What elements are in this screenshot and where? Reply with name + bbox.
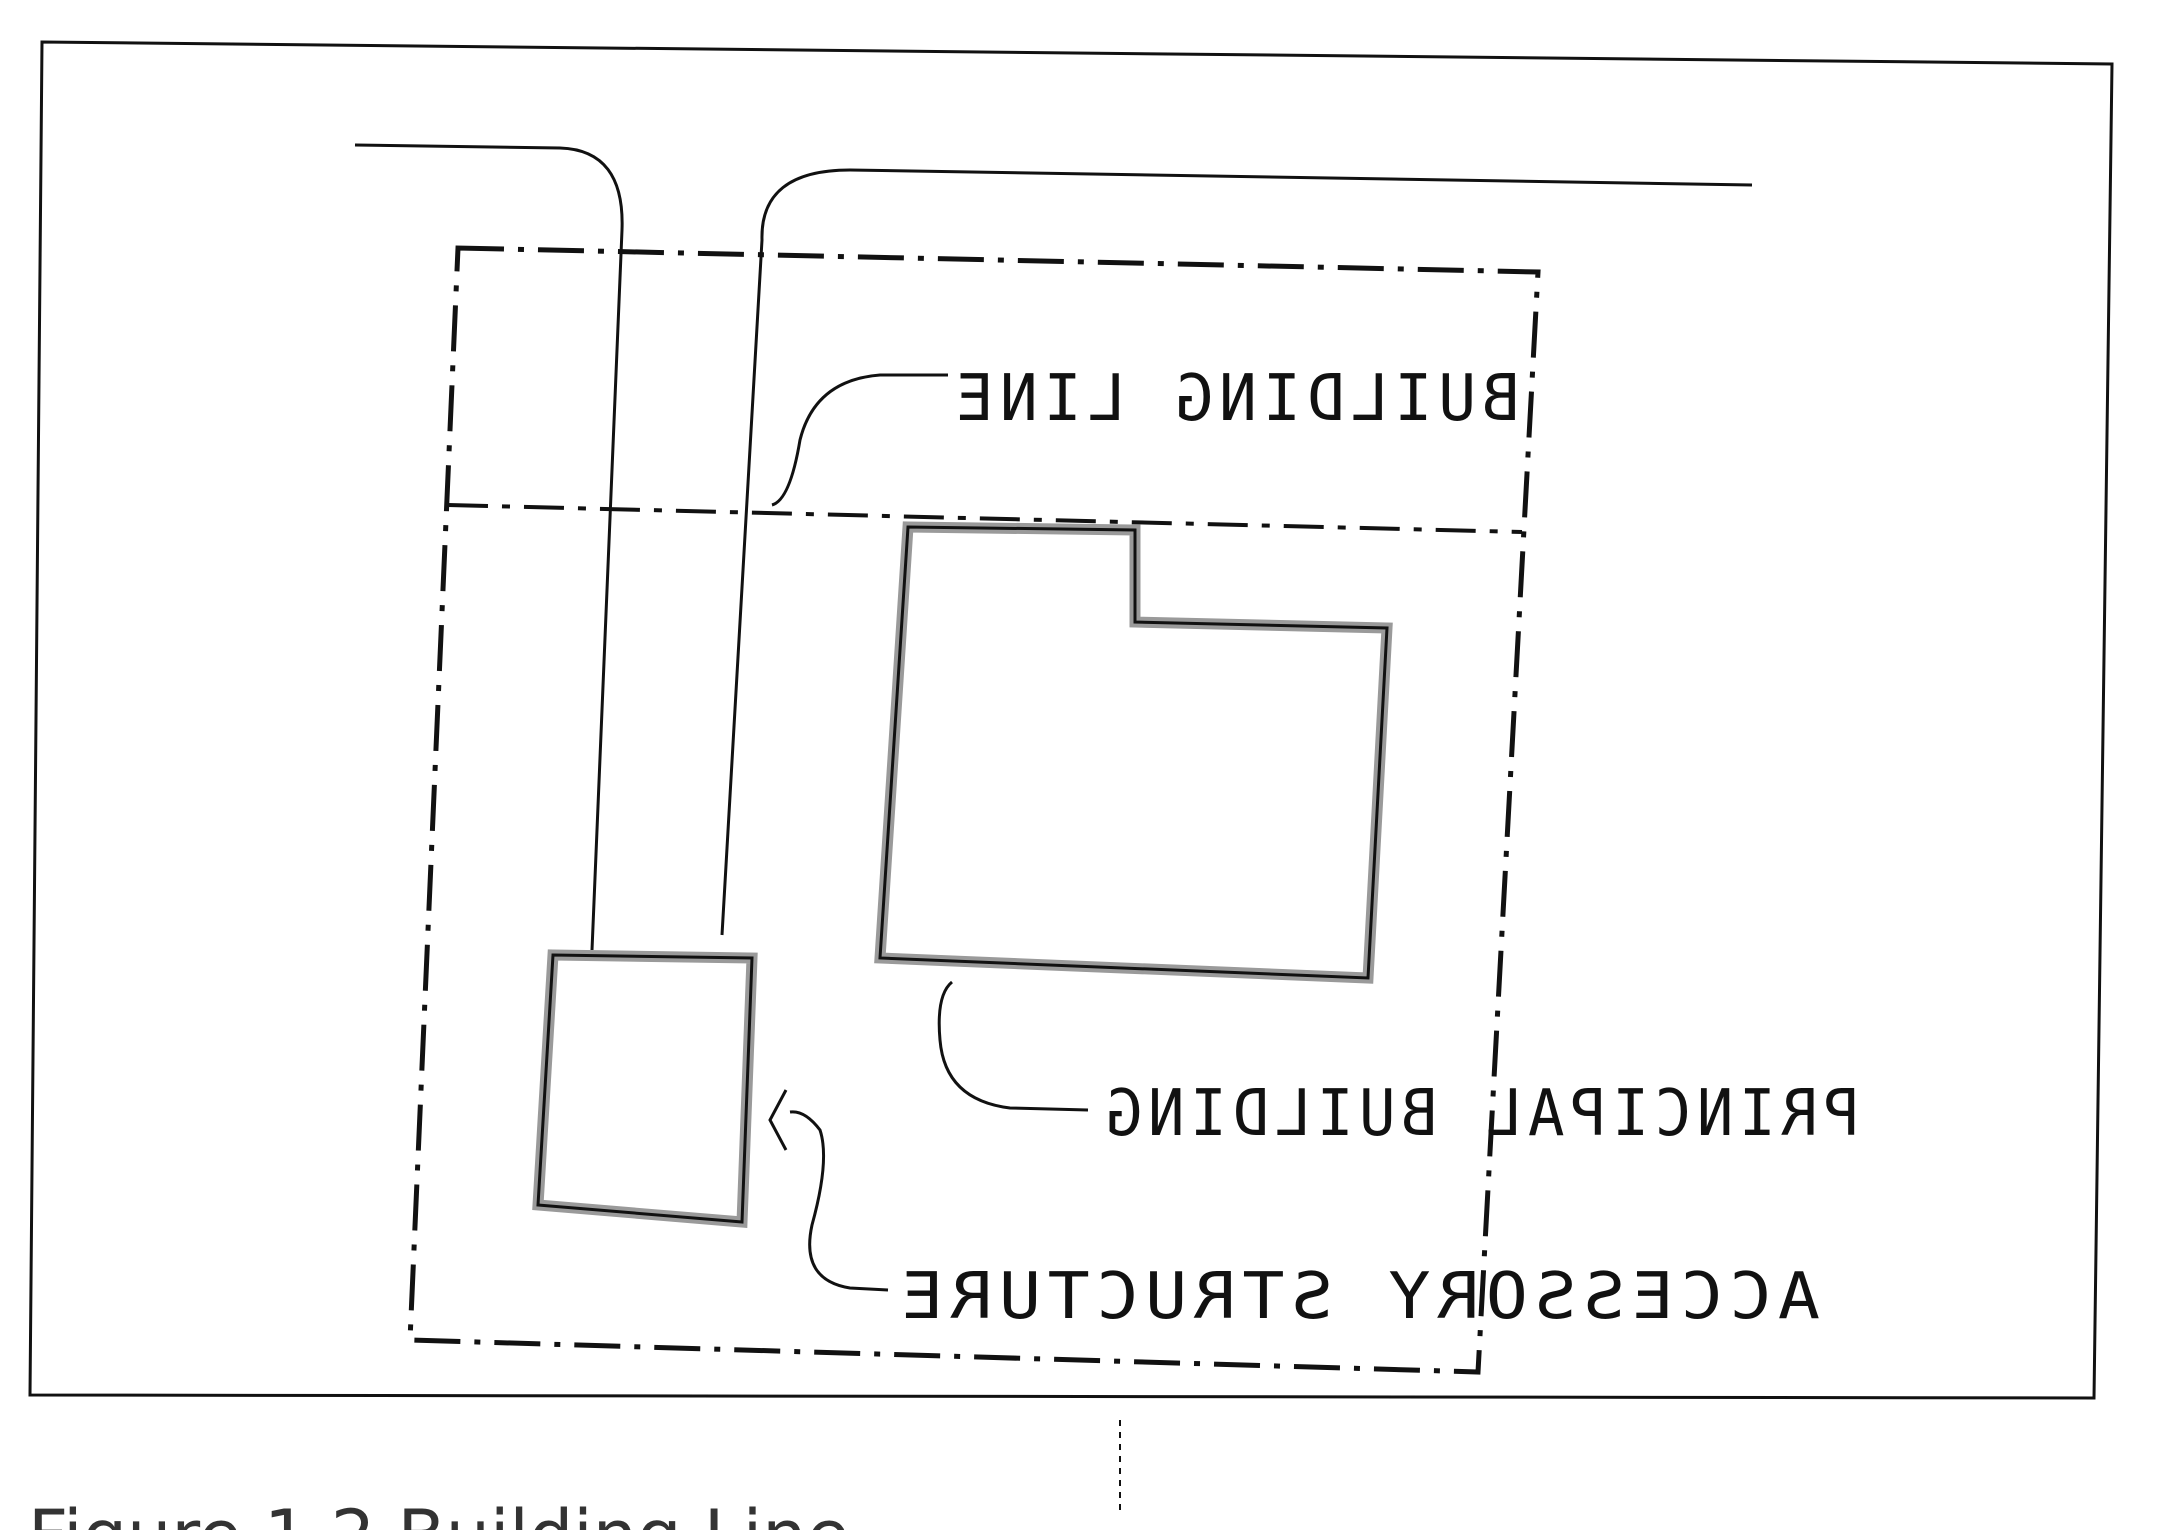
building-line-leader: [771, 373, 948, 507]
building-line-label: BUILDING LINE: [950, 362, 1520, 436]
building-line: [447, 503, 1523, 534]
driveway-left-edge: [354, 143, 624, 951]
figure-caption: Figure 1.2 Building Line: [28, 1495, 850, 1530]
accessory-structure-outline: [536, 953, 754, 1224]
driveway-right-edge: [720, 168, 1753, 936]
accessory-structure: [532, 949, 758, 1228]
outer-frame: [28, 40, 2114, 1400]
principal-building-outline: [878, 525, 1389, 980]
accessory-structure-label: ACCESSORY STRUCTURE: [895, 1260, 1820, 1334]
principal-building-label: PRINCIPAL BUILDING: [1100, 1077, 1860, 1151]
accessory-structure-leader: [789, 1110, 889, 1292]
lot-boundary: [407, 245, 1541, 1375]
principal-building-leader: [937, 980, 1089, 1112]
accessory-structure-arrow: [768, 1089, 788, 1151]
